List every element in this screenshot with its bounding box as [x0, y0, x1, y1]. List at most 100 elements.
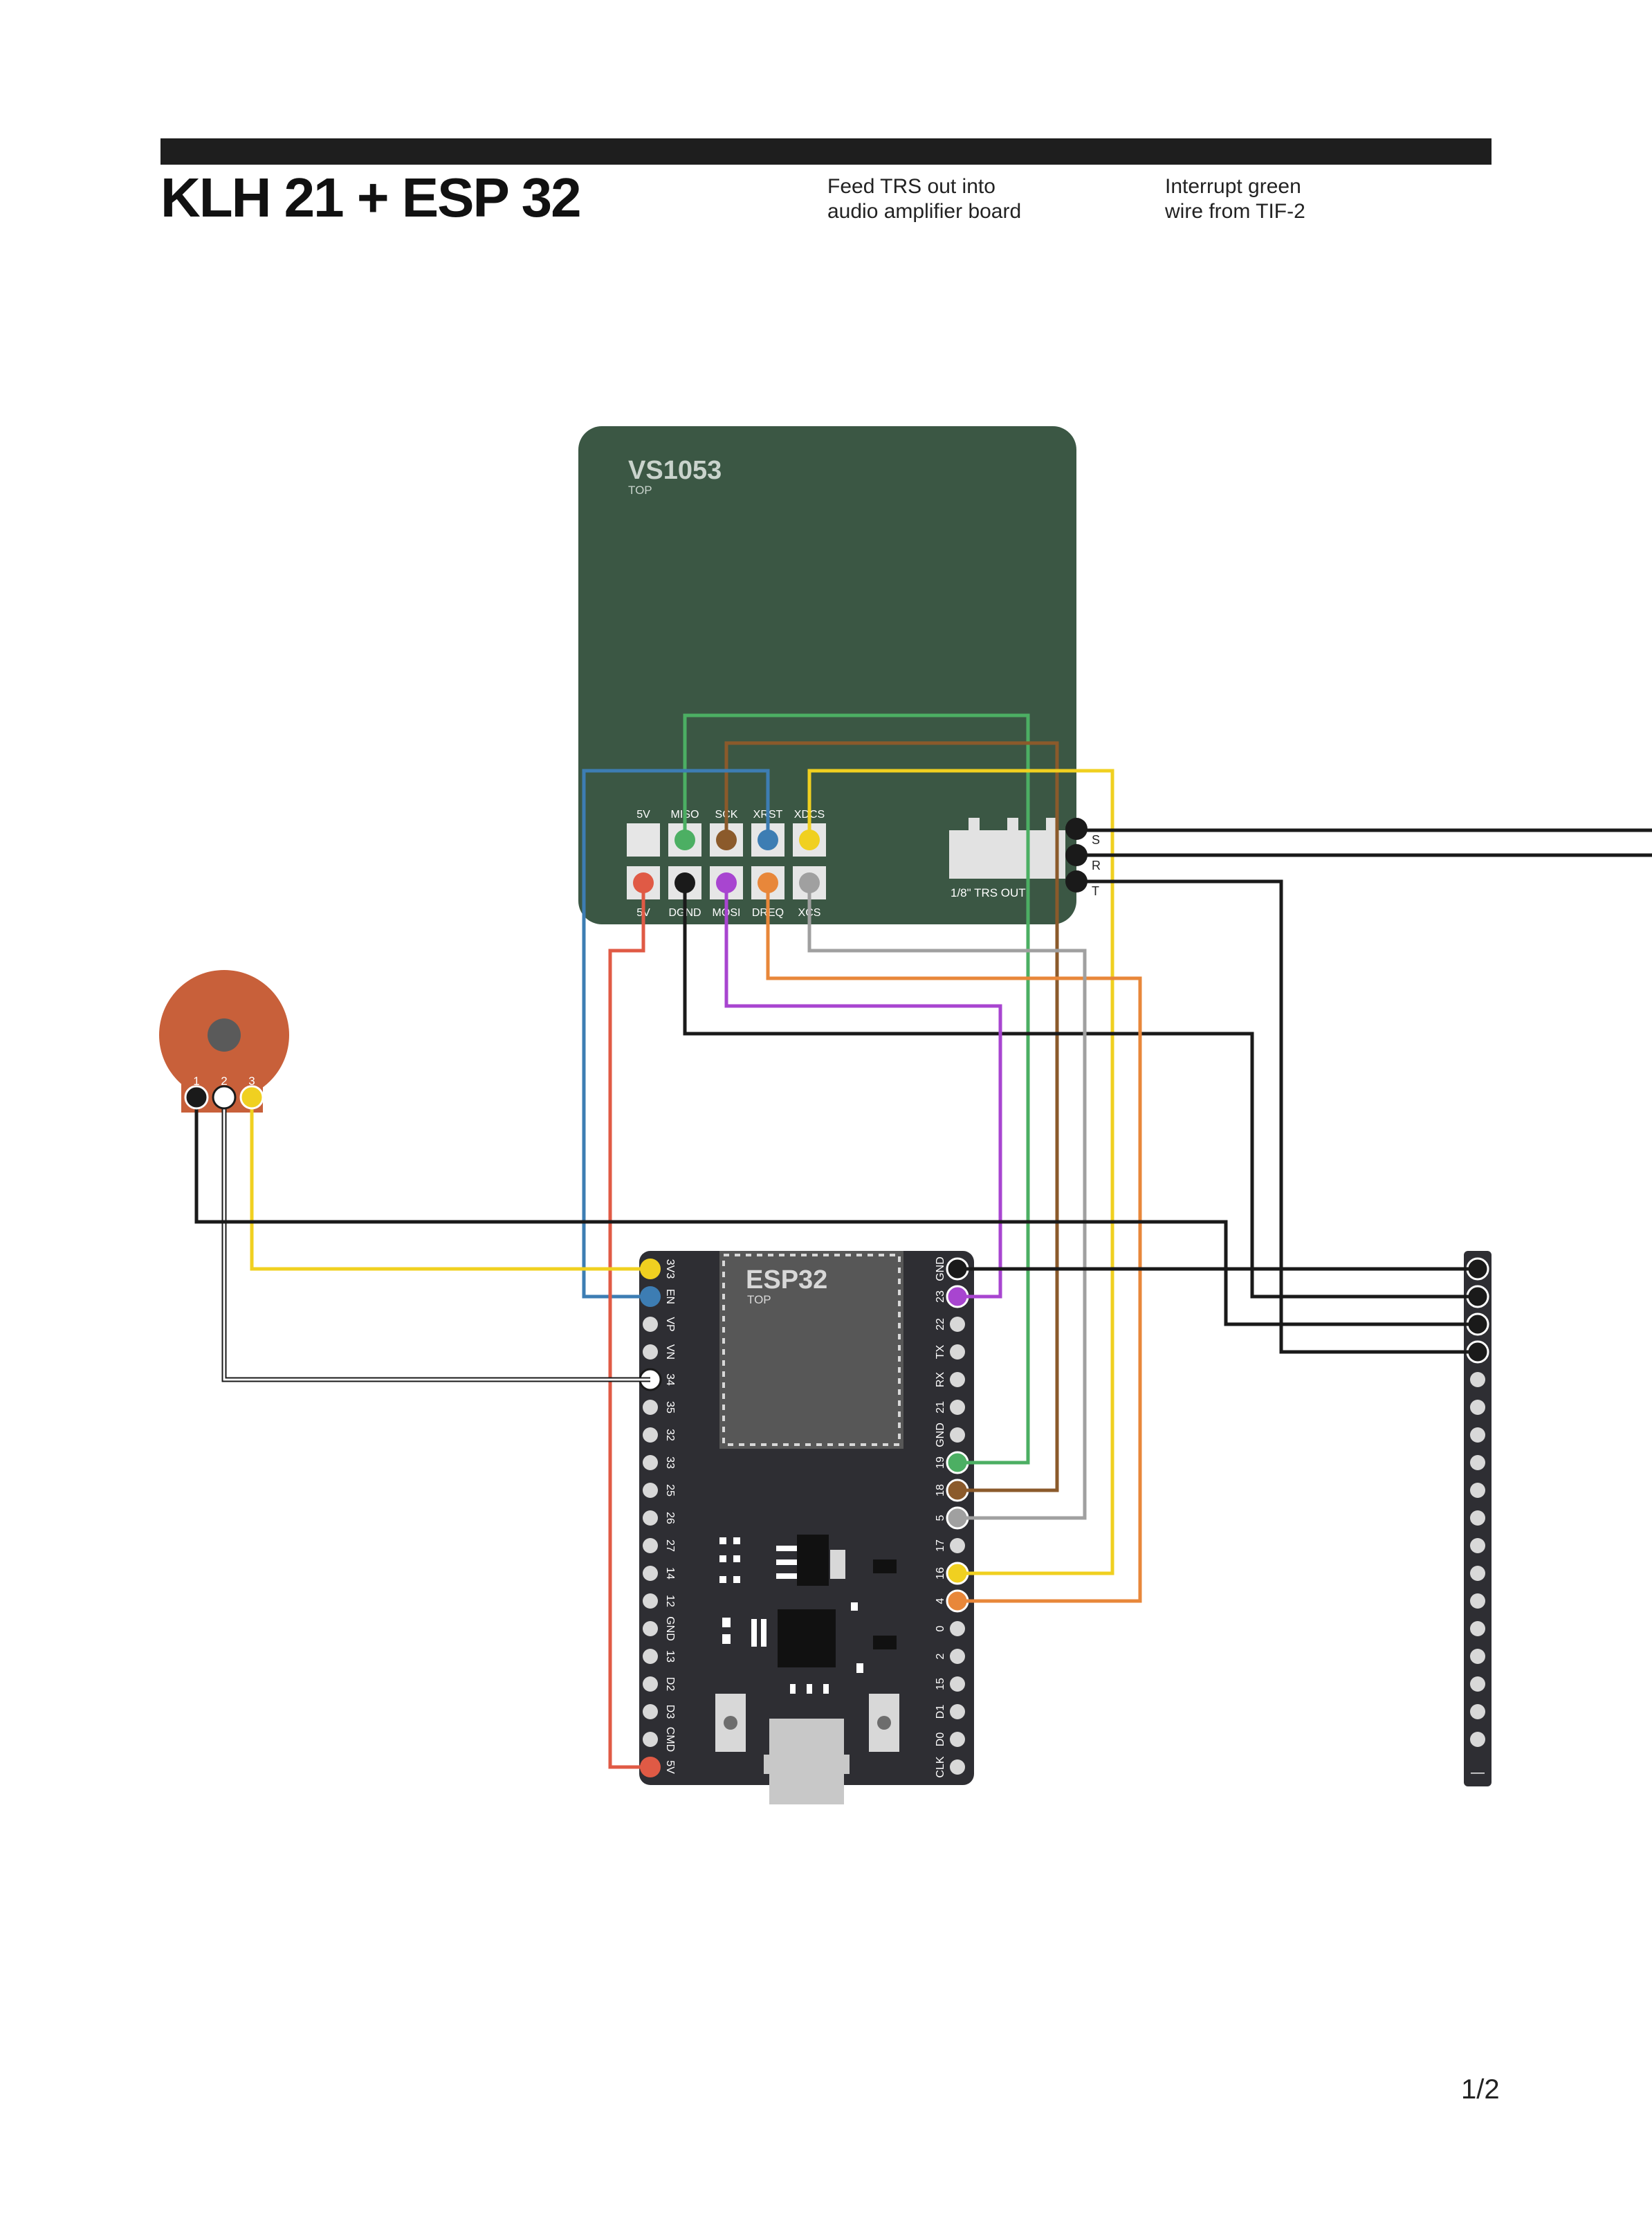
- esp32-right-pin-label: 19: [935, 1456, 946, 1469]
- esp32-left-pin-label: 5V: [664, 1760, 676, 1774]
- wire-pot1-black: [194, 1097, 1478, 1326]
- esp32-left-pin-25: [643, 1483, 658, 1498]
- esp32-left-pin-32: [643, 1427, 658, 1443]
- wire-xcs-gray: [807, 883, 1087, 1520]
- header-strip-pin: [1470, 1593, 1485, 1609]
- connector-dots: S R T: [184, 818, 1101, 1110]
- esp32-components: [715, 1535, 899, 1804]
- pot-pin-2: [212, 1085, 237, 1110]
- page-number-label: 1/2: [1461, 2074, 1500, 2105]
- header-strip-pin: [1470, 1427, 1485, 1443]
- esp32-right-pin-clk: [950, 1759, 965, 1775]
- header-strip-pin: [1470, 1621, 1485, 1636]
- trs-jack-label: 1/8" TRS OUT: [951, 886, 1026, 899]
- interrupt-note: Interrupt green wire from TIF-2: [1165, 175, 1305, 223]
- header-strip-pin: [1470, 1510, 1485, 1526]
- esp32-left-pin-label: 14: [664, 1567, 676, 1580]
- esp32-right-pin-label: GND: [935, 1256, 946, 1281]
- esp32-left-pin-26: [643, 1510, 658, 1526]
- esp32-right-pin-gnd: [950, 1427, 965, 1443]
- esp32-left-pin-vp: [643, 1317, 658, 1332]
- esp32-left-pin-label: 26: [664, 1512, 676, 1524]
- esp32-left-pin-label: 25: [664, 1484, 676, 1497]
- pot-pin-label-2: 2: [221, 1074, 227, 1088]
- esp32-right-pin-label: 2: [935, 1653, 946, 1659]
- esp32-right-pin-label: GND: [935, 1422, 946, 1447]
- esp32-right-pin-label: 0: [935, 1625, 946, 1631]
- esp32-left-pin-d2: [643, 1676, 658, 1692]
- esp32-right-pin-label: D0: [935, 1732, 946, 1747]
- esp32-left-pin-14: [643, 1566, 658, 1581]
- esp32-name: ESP32: [746, 1265, 827, 1294]
- trs-label-s: S: [1092, 833, 1100, 847]
- wire-dreq-orange: [766, 883, 1142, 1603]
- esp32-right-pin-2: [950, 1649, 965, 1664]
- pot-pin-3: [239, 1085, 264, 1110]
- esp32-left-pin-13: [643, 1649, 658, 1664]
- wire-mosi-purple: [724, 883, 1002, 1299]
- esp32-left-pin-12: [643, 1593, 658, 1609]
- esp32-right-pin-22: [950, 1317, 965, 1332]
- esp32-right-pin-label: 16: [935, 1567, 946, 1580]
- usb-port: [769, 1719, 844, 1804]
- trs-s-pin: [1065, 818, 1087, 840]
- vs1053-top-pin-box: [627, 823, 660, 857]
- wire-trs-t-black: [1076, 879, 1478, 1354]
- vs1053-side: TOP: [628, 484, 652, 497]
- wire-pot3-yellow: [250, 1097, 650, 1271]
- esp32-left-pin-label: EN: [664, 1289, 676, 1304]
- vs1053-top-pin-label: 5V: [636, 809, 650, 821]
- esp32-left-pin-label: 32: [664, 1429, 676, 1441]
- esp32-right-pin-d0: [950, 1732, 965, 1747]
- esp32-left-pin-d3: [643, 1704, 658, 1719]
- esp32-left-pin-33: [643, 1455, 658, 1470]
- esp32-right-pin-label: TX: [935, 1344, 946, 1359]
- wire-xdcs-yellow: [807, 769, 1114, 1575]
- esp32-right-pin-label: 21: [935, 1401, 946, 1414]
- esp32-right-pin-label: RX: [935, 1372, 946, 1388]
- header-strip-pin: [1470, 1538, 1485, 1553]
- wire-pot2-white: [223, 1097, 650, 1381]
- vs1053-board: VS1053 TOP 5V5VMISODGNDSCKMOSIXRSTDREQXD…: [578, 426, 1076, 924]
- trs-label-t: T: [1092, 884, 1099, 898]
- header-strip-pin: [1470, 1732, 1485, 1747]
- page-title: KLH 21 + ESP 32: [160, 167, 582, 228]
- esp32-right-pin-17: [950, 1538, 965, 1553]
- wires: [194, 713, 1652, 1769]
- pot-pin-label-3: 3: [248, 1074, 255, 1088]
- esp32-side: TOP: [747, 1293, 771, 1306]
- esp32-right-pin-tx: [950, 1344, 965, 1360]
- header-strip-pin: [1470, 1372, 1485, 1387]
- esp32-left-pin-label: D3: [664, 1705, 676, 1719]
- header-strip-pin: [1470, 1566, 1485, 1581]
- esp32-right-pin-label: 17: [935, 1539, 946, 1552]
- esp32-right-pin-0: [950, 1621, 965, 1636]
- wire-miso-green: [683, 713, 1030, 1465]
- pot-pin-label-1: 1: [193, 1074, 199, 1088]
- esp32-left-pin-label: GND: [664, 1616, 676, 1641]
- pot-pin-1: [184, 1085, 209, 1110]
- esp32-left-pin-vn: [643, 1344, 658, 1360]
- wire-pot2-white-outline: [221, 1097, 650, 1382]
- esp32-right-pin-label: 18: [935, 1484, 946, 1497]
- vs1053-name: VS1053: [628, 456, 722, 485]
- esp32-right-pin-label: 22: [935, 1318, 946, 1330]
- esp32-left-pin-label: VP: [664, 1317, 676, 1331]
- esp32-left-pin-label: 33: [664, 1456, 676, 1469]
- wire-5v-red: [608, 883, 650, 1769]
- wire-dgnd-black: [683, 883, 1478, 1299]
- esp32-left-pin-label: 27: [664, 1539, 676, 1552]
- wire-sck-brown: [724, 741, 1059, 1492]
- pot-knob: [208, 1018, 241, 1052]
- header-strip-pin: [1470, 1676, 1485, 1692]
- esp32-left-pin-cmd: [643, 1732, 658, 1747]
- esp32-left-pin-label: 34: [664, 1373, 676, 1386]
- trs-label-r: R: [1092, 859, 1101, 872]
- esp32-left-pin-label: 35: [664, 1401, 676, 1414]
- esp32-left-pin-label: VN: [664, 1344, 676, 1360]
- trs-r-pin: [1065, 844, 1087, 866]
- header-strip-pin: [1470, 1400, 1485, 1415]
- header-strip-label: —: [1471, 1765, 1485, 1780]
